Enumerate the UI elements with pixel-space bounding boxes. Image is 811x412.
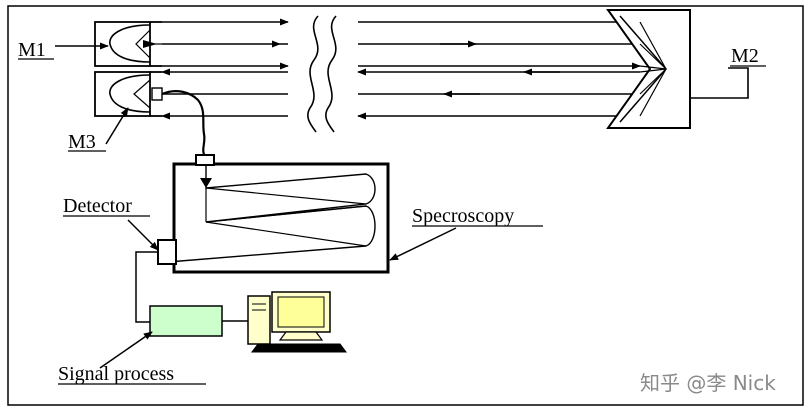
signal-process-leader — [99, 331, 153, 369]
label-m1: M1 — [18, 39, 46, 61]
spectroscopy-leader — [389, 227, 457, 261]
telescope-m1 — [94, 21, 162, 67]
distance-break-icon — [307, 15, 337, 133]
retroreflector-m2 — [606, 9, 691, 129]
label-signal-process: Signal process — [58, 363, 174, 385]
telescope-m3 — [94, 71, 163, 117]
detector-leader — [127, 219, 159, 251]
m2-leader — [690, 67, 749, 99]
m3-leader — [105, 107, 129, 145]
signal-processor — [149, 305, 223, 337]
optical-fiber — [161, 90, 207, 159]
beam-paths-left — [161, 18, 289, 120]
computer-icon — [247, 291, 347, 353]
label-detector: Detector — [63, 195, 132, 217]
label-m3: M3 — [68, 131, 96, 153]
spectrometer — [157, 154, 390, 274]
diagram-frame — [7, 5, 804, 406]
label-m2: M2 — [731, 45, 759, 67]
label-spectroscopy: Specroscopy — [412, 205, 514, 227]
signal-cable — [135, 251, 158, 323]
watermark: 知乎 @李 Nick — [640, 371, 776, 395]
beam-paths-right — [357, 18, 641, 120]
